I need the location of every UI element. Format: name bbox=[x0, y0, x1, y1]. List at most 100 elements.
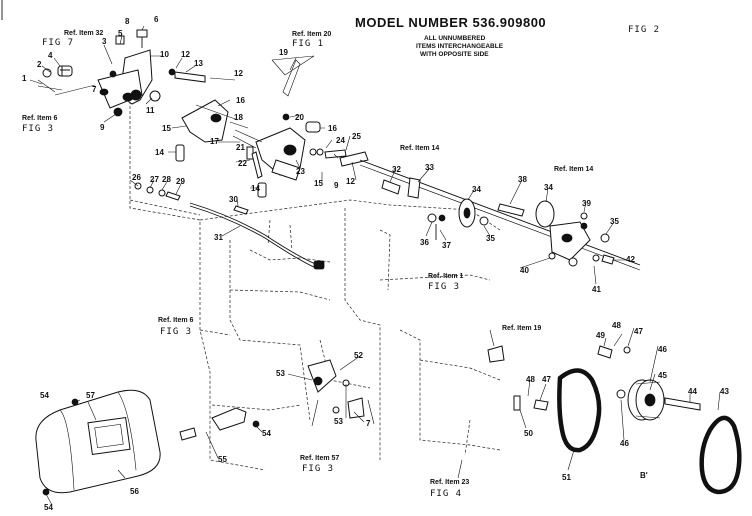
callout: 36 bbox=[420, 238, 429, 247]
ref-label: Ref. Item 57 bbox=[300, 455, 339, 462]
reference-labels: Ref. Item 32 FIG 7 Ref. Item 20 FIG 1 Re… bbox=[22, 30, 593, 499]
model-number-title: MODEL NUMBER 536.909800 bbox=[355, 15, 546, 30]
ref-fig-label: FIG 3 bbox=[22, 124, 54, 134]
right-shaft-assembly bbox=[359, 159, 641, 271]
callout: 5 bbox=[118, 29, 123, 38]
callout: 53 bbox=[334, 417, 343, 426]
callout: 13 bbox=[194, 59, 203, 68]
ref-fig-label: FIG 1 bbox=[292, 39, 324, 49]
ref-fig-label: FIG 7 bbox=[42, 38, 74, 48]
callout: 56 bbox=[130, 487, 139, 496]
callout: 3 bbox=[102, 37, 107, 46]
callout: 12 bbox=[234, 69, 243, 78]
callout: 11 bbox=[146, 106, 155, 115]
callout: 53 bbox=[276, 369, 285, 378]
callout: 47 bbox=[634, 327, 643, 336]
callout: 28 bbox=[162, 175, 171, 184]
callout: 7 bbox=[92, 85, 97, 94]
callout: 7 bbox=[366, 419, 371, 428]
callout: 44 bbox=[688, 387, 697, 396]
callout: 47 bbox=[542, 375, 551, 384]
callout: 17 bbox=[210, 137, 219, 146]
callout: 21 bbox=[236, 143, 245, 152]
ref-label: Ref. Item 20 bbox=[292, 31, 331, 38]
callout: 15 bbox=[314, 179, 323, 188]
callout: 42 bbox=[626, 255, 635, 264]
callout-numbers: 1 2 3 4 5 6 7 8 9 10 11 12 12 13 14 14 1… bbox=[22, 15, 729, 512]
callout: 38 bbox=[518, 175, 527, 184]
callout: 48 bbox=[526, 375, 535, 384]
ref-label: Ref. Item 1 bbox=[428, 273, 464, 280]
ref-label: Ref. Item 14 bbox=[400, 145, 439, 152]
note-line-2: ITEMS INTERCHANGEABLE bbox=[416, 43, 504, 50]
callout: 26 bbox=[132, 173, 141, 182]
callout: 12 bbox=[181, 50, 190, 59]
callout: 8 bbox=[125, 17, 130, 26]
note-line-3: WITH OPPOSITE SIDE bbox=[420, 51, 489, 58]
callout: 32 bbox=[392, 165, 401, 174]
callout: 12 bbox=[346, 177, 355, 186]
callout: 39 bbox=[582, 199, 591, 208]
callout: 22 bbox=[238, 159, 247, 168]
callout: 54 bbox=[40, 391, 49, 400]
callout: 14 bbox=[155, 148, 164, 157]
callout: 29 bbox=[176, 177, 185, 186]
callout: 49 bbox=[596, 331, 605, 340]
callout: 52 bbox=[354, 351, 363, 360]
drive-belt-43 bbox=[699, 415, 742, 495]
ref-label: Ref. Item 32 bbox=[64, 30, 103, 37]
callout: 30 bbox=[229, 195, 238, 204]
callout: 45 bbox=[658, 371, 667, 380]
ref-label: Ref. Item 14 bbox=[554, 166, 593, 173]
callout: 24 bbox=[336, 136, 345, 145]
callout: 34 bbox=[544, 183, 553, 192]
callout: 2 bbox=[37, 60, 42, 69]
ref-label: Ref. Item 6 bbox=[22, 115, 58, 122]
lower-center-bracket bbox=[179, 345, 505, 441]
ref-label: Ref. Item 19 bbox=[502, 325, 541, 332]
callout: 48 bbox=[612, 321, 621, 330]
callout: 57 bbox=[86, 391, 95, 400]
callout: 40 bbox=[520, 266, 529, 275]
machine-body-outline bbox=[129, 96, 501, 471]
figure-label-corner: FIG 2 bbox=[628, 25, 660, 35]
callout: 46 bbox=[658, 345, 667, 354]
callout: 4 bbox=[48, 51, 53, 60]
callout: 15 bbox=[162, 124, 171, 133]
ref-fig-label: FIG 3 bbox=[160, 327, 192, 337]
center-bracket-assembly bbox=[175, 55, 369, 198]
callout: 25 bbox=[352, 132, 361, 141]
callout: 16 bbox=[236, 96, 245, 105]
callout: 55 bbox=[218, 455, 227, 464]
belt-guard bbox=[35, 389, 161, 496]
callout: 35 bbox=[610, 217, 619, 226]
callout: 51 bbox=[562, 473, 571, 482]
ref-fig-label: FIG 4 bbox=[430, 489, 462, 499]
callout: 9 bbox=[100, 123, 105, 132]
callout: 9 bbox=[334, 181, 339, 190]
ref-fig-label: FIG 3 bbox=[428, 282, 460, 292]
linkage-rod-assembly bbox=[134, 182, 325, 270]
callout: 18 bbox=[234, 113, 243, 122]
callout: 35 bbox=[486, 234, 495, 243]
callout: 20 bbox=[295, 113, 304, 122]
ref-label: Ref. Item 23 bbox=[430, 479, 469, 486]
callout: 19 bbox=[279, 48, 288, 57]
callout: 33 bbox=[425, 163, 434, 172]
callout: 16 bbox=[328, 124, 337, 133]
upper-left-bracket-assembly bbox=[37, 29, 236, 117]
callout: 1 bbox=[22, 74, 27, 83]
callout: 23 bbox=[296, 167, 305, 176]
callout: 37 bbox=[442, 241, 451, 250]
leader-lines bbox=[29, 25, 721, 506]
callout: 31 bbox=[214, 233, 223, 242]
callout: 54 bbox=[262, 429, 271, 438]
callout: 46 bbox=[620, 439, 629, 448]
callout: 50 bbox=[524, 429, 533, 438]
motor-pulley-assembly bbox=[513, 345, 701, 421]
ref-fig-label: FIG 3 bbox=[302, 464, 334, 474]
callout: 6 bbox=[154, 15, 159, 24]
callout: 54 bbox=[44, 503, 53, 512]
note-line-1: ALL UNNUMBERED bbox=[424, 35, 486, 42]
